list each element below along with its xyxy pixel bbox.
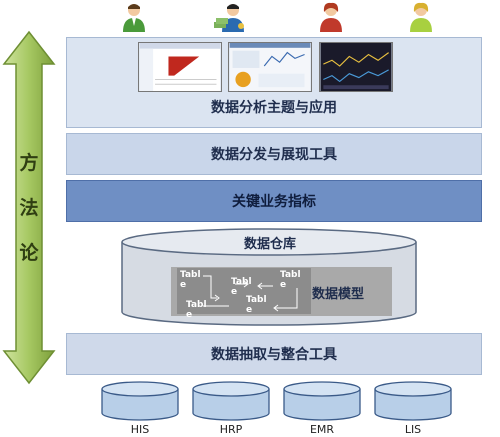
table-node-label: Tabl bbox=[180, 270, 201, 280]
layer-etl-label: 数据抽取与整合工具 bbox=[211, 347, 337, 363]
table-node: Tabl e bbox=[180, 270, 201, 290]
user-male-icon bbox=[123, 4, 145, 32]
table-node-label: Tabl bbox=[186, 300, 207, 310]
table-relation-arrows bbox=[203, 275, 298, 312]
user-female-icon bbox=[410, 2, 432, 32]
table-node-label-cont: e bbox=[246, 305, 253, 315]
layer-distribution-label: 数据分发与展现工具 bbox=[211, 147, 337, 163]
layer-distribution-tools: 数据分发与展现工具 bbox=[66, 133, 482, 175]
warehouse-title: 数据仓库 bbox=[243, 237, 296, 252]
source-label-lis: LIS bbox=[404, 423, 422, 436]
source-his-cylinder bbox=[101, 381, 179, 421]
table-node-label: Tabl bbox=[246, 295, 267, 305]
method-char-3: 论 bbox=[19, 242, 39, 264]
table-node: Tabl e bbox=[231, 277, 252, 297]
method-char-2: 法 bbox=[19, 197, 39, 219]
source-hrp-cylinder bbox=[192, 381, 270, 421]
report-screenshot-thumbnail bbox=[138, 42, 222, 92]
table-node-label-cont: e bbox=[280, 280, 287, 290]
table-node-label-cont: e bbox=[231, 287, 238, 297]
dashboard-screenshot-thumbnail bbox=[228, 42, 312, 92]
financial-chart-thumbnail bbox=[319, 42, 393, 92]
table-node: Tabl e bbox=[280, 270, 301, 290]
layer-kpi-label: 关键业务指标 bbox=[232, 194, 316, 210]
layer-apps-label: 数据分析主题与应用 bbox=[211, 100, 337, 116]
table-node-label: Tabl bbox=[280, 270, 301, 280]
user-female-icon bbox=[320, 2, 342, 32]
data-model-tables-area bbox=[177, 268, 311, 314]
data-model-label: 数据模型 bbox=[312, 287, 365, 302]
table-node: Tabl e bbox=[186, 300, 207, 320]
source-emr-cylinder bbox=[283, 381, 361, 421]
table-node-label-cont: e bbox=[186, 310, 193, 320]
source-label-his: HIS bbox=[130, 423, 150, 436]
table-node-label-cont: e bbox=[180, 280, 187, 290]
source-label-hrp: HRP bbox=[219, 423, 243, 436]
source-lis-cylinder bbox=[374, 381, 452, 421]
layer-etl-tools: 数据抽取与整合工具 bbox=[66, 333, 482, 375]
method-char-1: 方 bbox=[19, 152, 39, 174]
layer-kpi: 关键业务指标 bbox=[66, 180, 482, 222]
source-label-emr: EMR bbox=[309, 423, 335, 436]
table-node-label: Tabl bbox=[231, 277, 252, 287]
user-with-money-icon bbox=[214, 4, 244, 32]
methodology-arrow bbox=[2, 30, 56, 385]
table-node: Tabl e bbox=[246, 295, 267, 315]
